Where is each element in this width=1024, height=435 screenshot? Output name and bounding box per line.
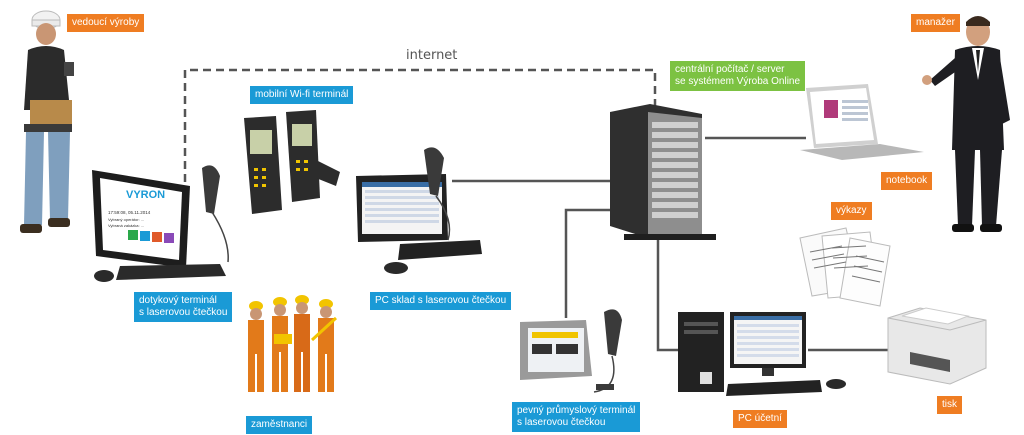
brand-text: VYRON xyxy=(126,189,165,201)
server-icon xyxy=(610,104,716,240)
scanner-icon xyxy=(202,165,229,263)
label-pevny-line2: s laserovou čtečkou xyxy=(517,417,606,428)
label-pc-ucetni: PC účetní xyxy=(733,410,787,428)
label-zamestnanci: zaměstnanci xyxy=(246,416,313,434)
connections xyxy=(183,68,888,352)
label-server-line1: centrální počítač / server xyxy=(675,64,785,75)
manazer-person-icon xyxy=(922,16,1010,232)
reports-icon xyxy=(799,227,891,307)
label-manazer: manažer xyxy=(911,14,960,32)
internet-link xyxy=(183,68,657,182)
link-pc-ucetni xyxy=(656,240,678,352)
label-internet: internet xyxy=(406,48,458,63)
label-vykazy: výkazy xyxy=(831,202,872,220)
label-vedouci-vyroby: vedoucí výroby xyxy=(67,14,145,32)
notebook-icon xyxy=(800,84,924,160)
link-pevny-terminal xyxy=(564,208,612,318)
mobile-terminal-icon xyxy=(244,110,340,214)
vedouci-person-icon xyxy=(20,10,74,233)
label-pc-sklad: PC sklad s laserovou čtečkou xyxy=(370,292,512,310)
label-pevny-line1: pevný průmyslový terminál xyxy=(517,405,636,416)
label-server-line2: se systémem Výroba Online xyxy=(675,76,801,87)
screen-order-text: Vybraná zakázka: ... xyxy=(108,223,144,228)
label-notebook: notebook xyxy=(881,172,933,190)
label-pevny-terminal: pevný průmyslový terminál s laserovou čt… xyxy=(512,402,641,432)
screen-operator-text: Vybraný operátor: ... xyxy=(108,217,144,222)
industrial-terminal-icon xyxy=(520,309,622,393)
pc-ucetni-icon xyxy=(678,312,846,396)
label-dotykovy-line2: s laserovou čtečkou xyxy=(139,307,228,318)
touch-terminal-icon: VYRON 17:59:08, 05.11.2014 Vybraný operá… xyxy=(92,170,226,282)
workers-group-icon xyxy=(248,295,338,392)
label-dotykovy-line1: dotykový terminál xyxy=(139,295,217,306)
pc-sklad-icon xyxy=(356,147,482,274)
label-server: centrální počítač / server se systémem V… xyxy=(670,61,806,91)
label-mobilni-terminal: mobilní Wi-fi terminál xyxy=(250,86,354,104)
label-tisk: tisk xyxy=(937,396,962,414)
printer-icon xyxy=(887,307,987,385)
screen-date-text: 17:59:08, 05.11.2014 xyxy=(108,210,151,215)
label-dotykovy-terminal: dotykový terminál s laserovou čtečkou xyxy=(134,292,233,322)
